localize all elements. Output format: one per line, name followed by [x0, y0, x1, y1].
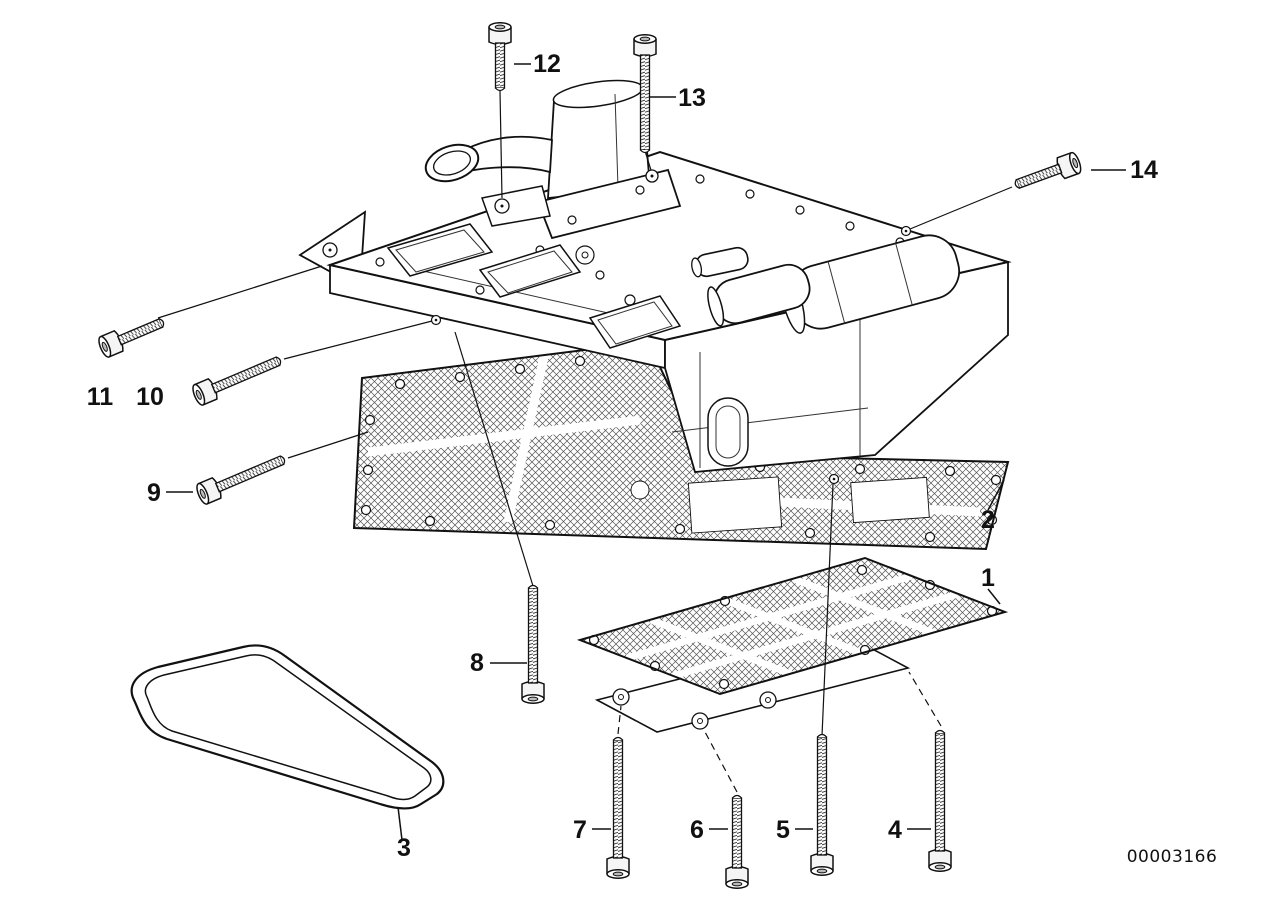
part-label-13[interactable]: 13 [678, 84, 706, 112]
bolt-part-9 [195, 449, 289, 505]
part-label-11[interactable]: 11 [87, 383, 114, 411]
part-label-3[interactable]: 3 [397, 834, 411, 862]
bolt-part-10 [191, 350, 285, 406]
doc-number: 00003166 [1127, 847, 1218, 867]
valve-body-assembly [298, 79, 1012, 473]
profile-gasket-part-3 [130, 644, 445, 810]
solenoid-cylinders [691, 234, 960, 334]
bolt-part-11 [97, 312, 168, 359]
bolt-part-8 [522, 586, 544, 704]
part-label-4[interactable]: 4 [888, 816, 902, 844]
bolt-target-holes [430, 225, 912, 485]
part-label-5[interactable]: 5 [776, 816, 790, 844]
hidden-edge-lines [617, 671, 942, 793]
bolt-part-4 [929, 731, 951, 872]
filler-neck [424, 79, 682, 240]
part-label-14[interactable]: 14 [1130, 156, 1158, 184]
gasket-plate-part-1 [576, 556, 1009, 696]
part-label-7[interactable]: 7 [573, 816, 587, 844]
leader-lines [166, 63, 1126, 841]
part-label-1[interactable]: 1 [981, 564, 995, 592]
gasket-plate-part-2 [352, 340, 1010, 551]
part-label-12[interactable]: 12 [533, 50, 561, 78]
bolt-part-14 [1012, 151, 1083, 195]
part-label-2[interactable]: 2 [981, 506, 995, 534]
bolt-part-6 [726, 796, 748, 889]
bolt-part-7 [607, 738, 629, 879]
part-label-9[interactable]: 9 [147, 479, 161, 507]
bolt-part-12 [489, 23, 511, 91]
bolt-part-5 [811, 735, 833, 876]
part-label-6[interactable]: 6 [690, 816, 704, 844]
bolt-axis-lines [157, 90, 1013, 737]
part-label-10[interactable]: 10 [136, 383, 164, 411]
part-label-8[interactable]: 8 [470, 649, 484, 677]
